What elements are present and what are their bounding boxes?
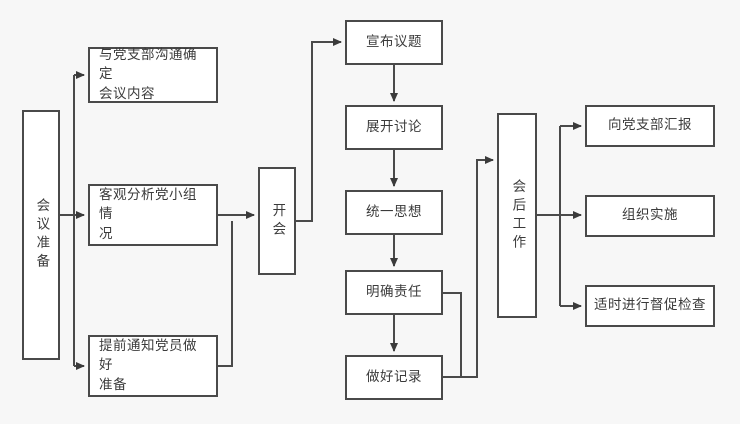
stage-box-after-meeting-work[interactable]: 会后工作 [497,113,537,318]
after-label-timely-supervision: 适时进行督促检查 [594,297,706,314]
step-box-clarify-responsibility[interactable]: 明确责任 [345,270,443,315]
step-label-start-discussion: 展开讨论 [366,118,422,135]
after-box-timely-supervision[interactable]: 适时进行督促检查 [585,285,715,327]
step-box-announce-topic[interactable]: 宣布议题 [345,20,443,65]
connector-notify-to-merge [218,221,233,367]
step-label-keep-records: 做好记录 [366,368,422,385]
task-label-communicate-with-branch: 与党支部沟通确定 会议内容 [99,46,197,102]
task-label-notify-members: 提前通知党员做好 准备 [99,337,197,393]
after-label-report-to-branch: 向党支部汇报 [608,117,692,134]
after-label-organize-implementation: 组织实施 [622,207,678,224]
stage-label-meeting-preparation: 会议准备 [33,198,50,272]
stage-box-hold-meeting[interactable]: 开会 [258,167,296,275]
step-label-announce-topic: 宣布议题 [366,33,422,50]
stage-label-after-meeting-work: 会后工作 [509,178,526,253]
step-box-unify-thinking[interactable]: 统一思想 [345,190,443,235]
stage-label-hold-meeting: 开会 [269,202,286,240]
step-label-unify-thinking: 统一思想 [366,203,422,220]
step-label-clarify-responsibility: 明确责任 [366,283,422,300]
connector-meeting-to-announce [296,38,342,222]
task-label-analyze-party-group: 客观分析党小组情 况 [99,186,197,242]
task-box-communicate-with-branch[interactable]: 与党支部沟通确定 会议内容 [88,47,218,103]
task-box-notify-members[interactable]: 提前通知党员做好 准备 [88,335,218,397]
stage-box-meeting-preparation[interactable]: 会议准备 [22,110,60,360]
task-box-analyze-party-group[interactable]: 客观分析党小组情 况 [88,184,218,246]
step-box-keep-records[interactable]: 做好记录 [345,355,443,400]
step-box-start-discussion[interactable]: 展开讨论 [345,105,443,150]
connector-record-to-after [443,156,494,378]
after-box-organize-implementation[interactable]: 组织实施 [585,195,715,237]
after-box-report-to-branch[interactable]: 向党支部汇报 [585,105,715,147]
